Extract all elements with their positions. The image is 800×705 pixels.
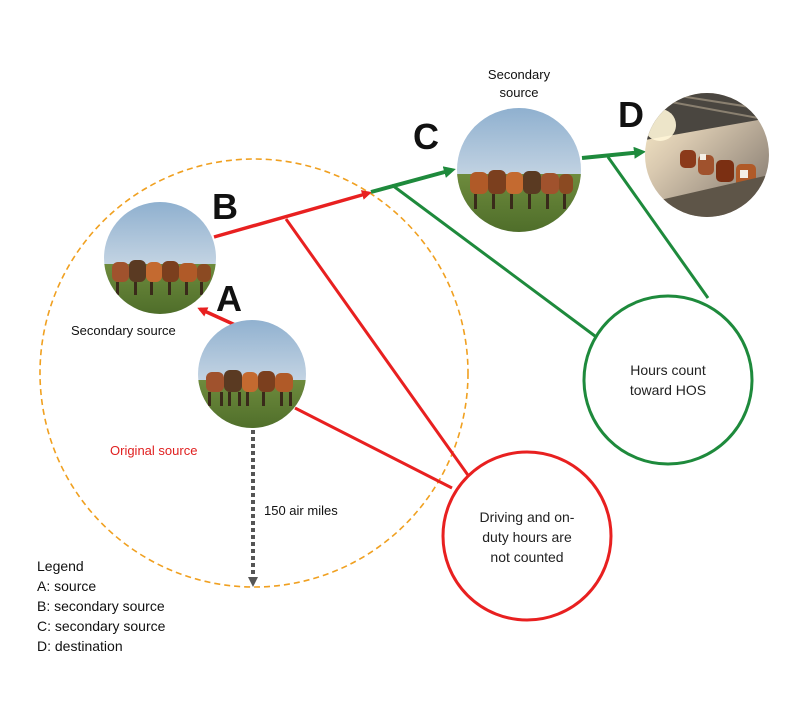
red-callout-line-ab: [284, 218, 472, 479]
arrow-c-to-d: [581, 146, 646, 160]
red-callout-line-a: [294, 406, 453, 490]
red-callout-line2: duty hours are: [482, 529, 572, 545]
red-callout-line3: not counted: [490, 549, 564, 565]
legend-item-d: D: destination: [37, 638, 123, 654]
caption-b: Secondary source: [71, 323, 176, 338]
green-callout-line-bc: [391, 183, 604, 344]
legend-item-c: C: secondary source: [37, 618, 166, 634]
photo-a: [198, 320, 306, 428]
caption-a: Original source: [110, 443, 198, 458]
green-callout-circle: [582, 294, 754, 466]
arrow-b-to-midpoint: [213, 190, 372, 239]
legend-item-a: A: source: [37, 578, 97, 594]
red-callout-circle: [441, 450, 613, 622]
legend: Legend A: source B: secondary source C: …: [37, 556, 165, 656]
legend-title: Legend: [37, 558, 84, 574]
green-callout-line1: Hours count: [630, 362, 706, 378]
green-callout-text: Hours count toward HOS: [598, 360, 738, 400]
node-letter-c: C: [413, 116, 439, 157]
photo-c: [457, 108, 581, 232]
red-callout-line1: Driving and on-: [479, 509, 575, 525]
caption-c: Secondary source: [470, 66, 568, 102]
photo-d: [645, 93, 769, 217]
node-letter-b: B: [212, 186, 238, 227]
green-callout-line-cd: [606, 156, 710, 299]
distance-label: 150 air miles: [264, 503, 338, 518]
legend-item-b: B: secondary source: [37, 598, 165, 614]
photo-b: [104, 202, 216, 314]
arrow-midpoint-to-c: [370, 166, 456, 194]
caption-c-line2: source: [499, 85, 539, 100]
radius-circle: [39, 158, 469, 588]
red-callout-text: Driving and on- duty hours are not count…: [457, 507, 597, 567]
node-letter-a: A: [216, 278, 242, 319]
green-callout-line2: toward HOS: [629, 382, 707, 398]
caption-c-line1: Secondary: [487, 67, 551, 82]
node-letter-d: D: [618, 94, 644, 135]
